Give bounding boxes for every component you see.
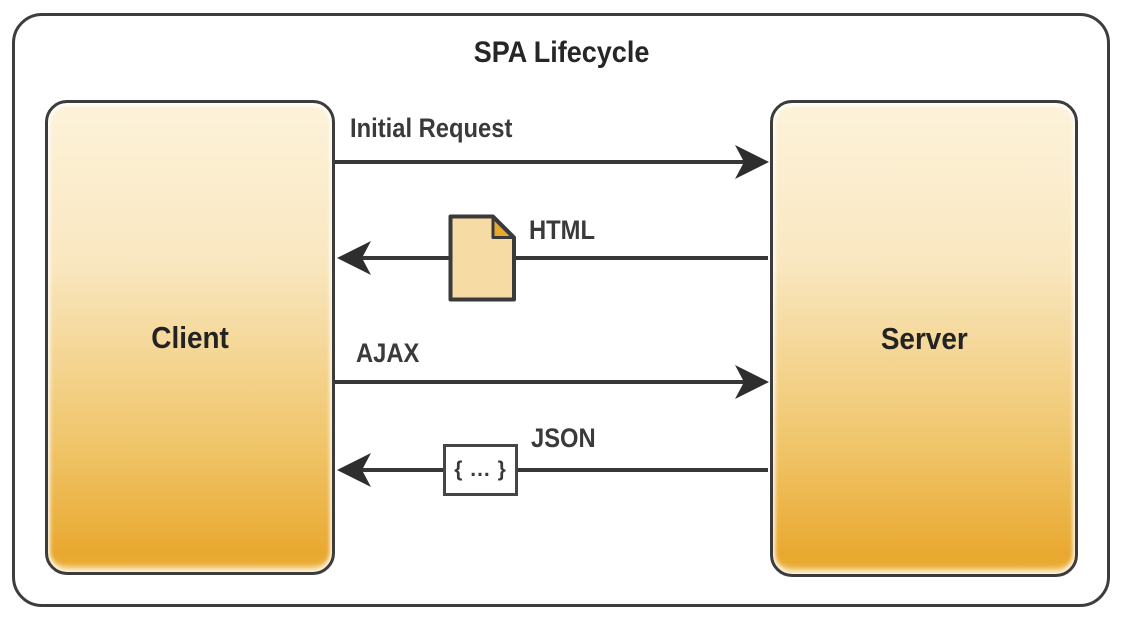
json-braces-icon: { ... } (443, 444, 518, 496)
flow-html-arrow (337, 241, 768, 275)
document-icon (448, 214, 516, 302)
ajax-label: AJAX (356, 338, 420, 368)
flow-json-arrow (337, 453, 768, 487)
flow-ajax-arrow (335, 365, 769, 399)
json-label: JSON (531, 423, 596, 453)
server-node: Server (770, 100, 1078, 577)
flow-initial-request-arrow (335, 145, 769, 179)
initial-request-label: Initial Request (350, 113, 513, 143)
diagram-title-text: SPA Lifecycle (474, 36, 650, 69)
client-node-label: Client (151, 319, 229, 355)
client-node: Client (45, 100, 335, 575)
html-label: HTML (529, 215, 595, 245)
diagram-title: SPA Lifecycle (0, 36, 1124, 70)
json-braces-text: { ... } (454, 458, 507, 481)
server-node-label: Server (880, 320, 968, 356)
